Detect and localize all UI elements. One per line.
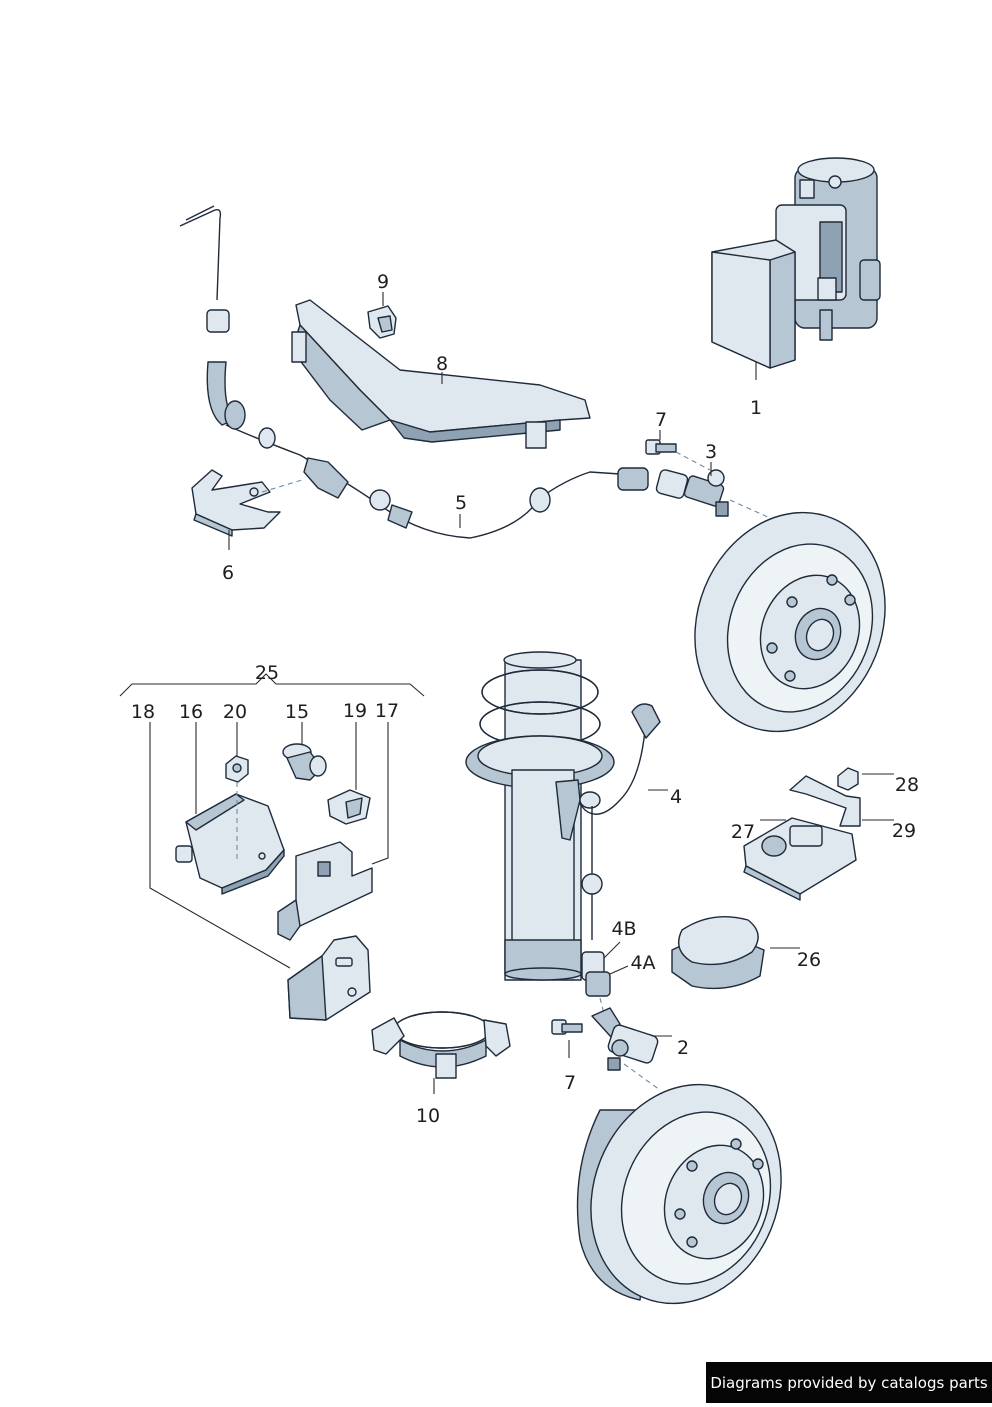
label-4b: 4B — [611, 918, 636, 940]
label-17: 17 — [375, 700, 399, 722]
part-26-cap[interactable] — [671, 915, 765, 990]
part-labels: 1 2 3 4 4A 4B 5 6 7 7 8 9 10 15 16 17 18… — [131, 271, 919, 1127]
label-3: 3 — [705, 441, 717, 463]
leader-17 — [371, 722, 389, 865]
credit-banner: Diagrams provided by catalogs parts — [706, 1362, 992, 1403]
part-8-bracket[interactable] — [291, 299, 591, 449]
dash-2 — [623, 1063, 661, 1091]
label-27: 27 — [731, 821, 755, 843]
part-7-bolt-top[interactable] — [645, 439, 677, 455]
part-17-mounting-plate[interactable] — [277, 841, 373, 941]
label-6: 6 — [222, 562, 234, 584]
part-2-speed-sensor[interactable] — [591, 1007, 659, 1071]
part-28-nut[interactable] — [837, 767, 859, 791]
label-8: 8 — [436, 353, 448, 375]
label-7-lower: 7 — [564, 1072, 576, 1094]
label-25: 25 — [255, 662, 279, 684]
part-4a-connector[interactable] — [581, 951, 611, 997]
leader-4a — [609, 965, 629, 975]
part-16-sensor-module[interactable] — [175, 793, 285, 895]
label-15: 15 — [285, 701, 309, 723]
label-16: 16 — [179, 701, 203, 723]
leader-18 — [149, 722, 291, 969]
label-4a: 4A — [630, 952, 655, 974]
label-19: 19 — [343, 700, 367, 722]
part-5-wiring-harness[interactable] — [179, 205, 649, 539]
part-9-clip[interactable] — [367, 305, 397, 339]
label-4: 4 — [670, 786, 682, 808]
dash-3 — [729, 499, 771, 519]
label-2: 2 — [677, 1037, 689, 1059]
label-18: 18 — [131, 701, 155, 723]
label-9: 9 — [377, 271, 389, 293]
part-20-nut[interactable] — [225, 755, 249, 783]
label-7-top: 7 — [655, 409, 667, 431]
part-29-bracket[interactable] — [789, 775, 861, 827]
group-25-bracket — [119, 673, 425, 697]
part-19-clip[interactable] — [327, 789, 371, 825]
leader-4b — [603, 941, 621, 959]
brake-disc-top[interactable] — [663, 484, 918, 761]
label-5: 5 — [455, 492, 467, 514]
label-29: 29 — [892, 820, 916, 842]
label-1: 1 — [750, 397, 762, 419]
brake-disc-lower[interactable] — [559, 1056, 814, 1333]
label-20: 20 — [223, 701, 247, 723]
label-28: 28 — [895, 774, 919, 796]
dash-7a — [675, 451, 711, 471]
part-6-holder[interactable] — [191, 469, 281, 537]
label-26: 26 — [797, 949, 821, 971]
part-1-control-unit[interactable] — [711, 157, 881, 369]
label-10: 10 — [416, 1105, 440, 1127]
part-4-sensor-cable[interactable] — [555, 703, 661, 940]
part-27-sensor-unit[interactable] — [743, 817, 857, 901]
part-10-clamp[interactable] — [371, 1011, 511, 1079]
part-7-bolt-lower[interactable] — [551, 1019, 583, 1035]
part-18-sensor-housing[interactable] — [287, 935, 371, 1021]
part-3-speed-sensor[interactable] — [655, 469, 729, 517]
dash-6 — [261, 479, 303, 493]
part-15-grommet[interactable] — [282, 743, 327, 781]
